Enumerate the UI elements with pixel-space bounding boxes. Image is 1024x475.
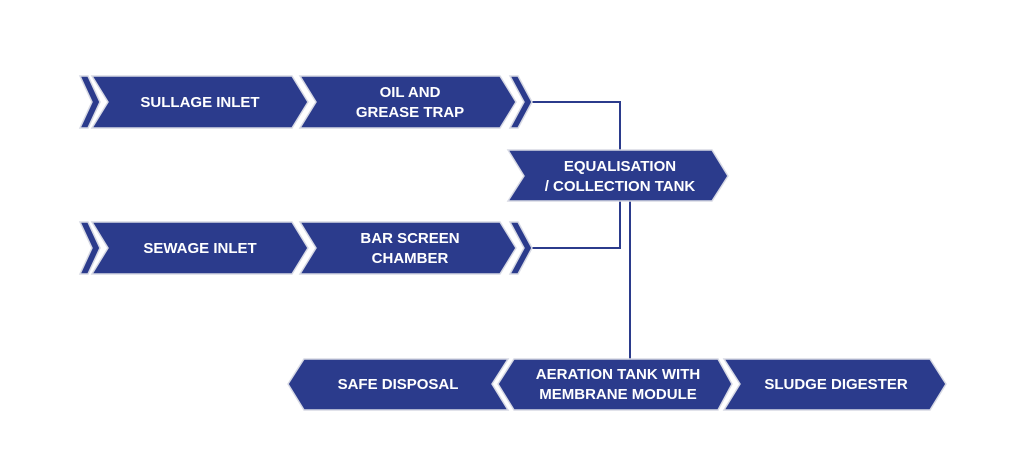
node-label: AERATION TANK WITH MEMBRANE MODULE: [536, 366, 700, 403]
node-label-line: SLUDGE DIGESTER: [764, 376, 908, 393]
node-label-line: MEMBRANE MODULE: [539, 386, 697, 403]
node-label-line: BAR SCREEN: [360, 230, 459, 247]
node-label-line: AERATION TANK WITH: [536, 366, 700, 383]
node-label: SULLAGE INLET: [140, 94, 259, 111]
node-safe-disposal: SAFE DISPOSAL: [287, 358, 510, 411]
node-equalisation-tank: EQUALISATION / COLLECTION TANK: [506, 149, 729, 202]
node-label-line: SULLAGE INLET: [140, 94, 259, 111]
node-label-line: SAFE DISPOSAL: [338, 376, 459, 393]
node-bar-screen-chamber: BAR SCREEN CHAMBER: [298, 221, 517, 275]
node-label: SAFE DISPOSAL: [338, 376, 459, 393]
node-label-line: EQUALISATION: [564, 158, 676, 175]
node-label: BAR SCREEN CHAMBER: [360, 230, 459, 267]
outlet-chevron-2: [508, 221, 533, 275]
connectors: [532, 101, 631, 361]
node-aeration-tank: AERATION TANK WITH MEMBRANE MODULE: [497, 358, 733, 411]
inlet-chevron-2: [78, 221, 101, 275]
node-sewage-inlet: SEWAGE INLET: [90, 221, 309, 275]
node-label-line: / COLLECTION TANK: [545, 178, 696, 195]
node-label-line: SEWAGE INLET: [143, 240, 256, 257]
node-sludge-digester: SLUDGE DIGESTER: [722, 358, 947, 411]
connector-trap-to-tank: [532, 101, 621, 150]
outlet-chevron-1: [508, 75, 533, 129]
node-sullage-inlet: SULLAGE INLET: [90, 75, 309, 129]
node-label-line: CHAMBER: [372, 250, 449, 267]
connector-screen-to-tank: [532, 201, 621, 249]
node-label: OIL AND GREASE TRAP: [356, 84, 464, 121]
inlet-chevron-1: [78, 75, 101, 129]
node-label: EQUALISATION / COLLECTION TANK: [545, 158, 696, 195]
node-oil-grease-trap: OIL AND GREASE TRAP: [298, 75, 517, 129]
node-label-line: GREASE TRAP: [356, 104, 464, 121]
node-label: SEWAGE INLET: [143, 240, 256, 257]
node-label: SLUDGE DIGESTER: [764, 376, 908, 393]
node-label-line: OIL AND: [380, 84, 441, 101]
